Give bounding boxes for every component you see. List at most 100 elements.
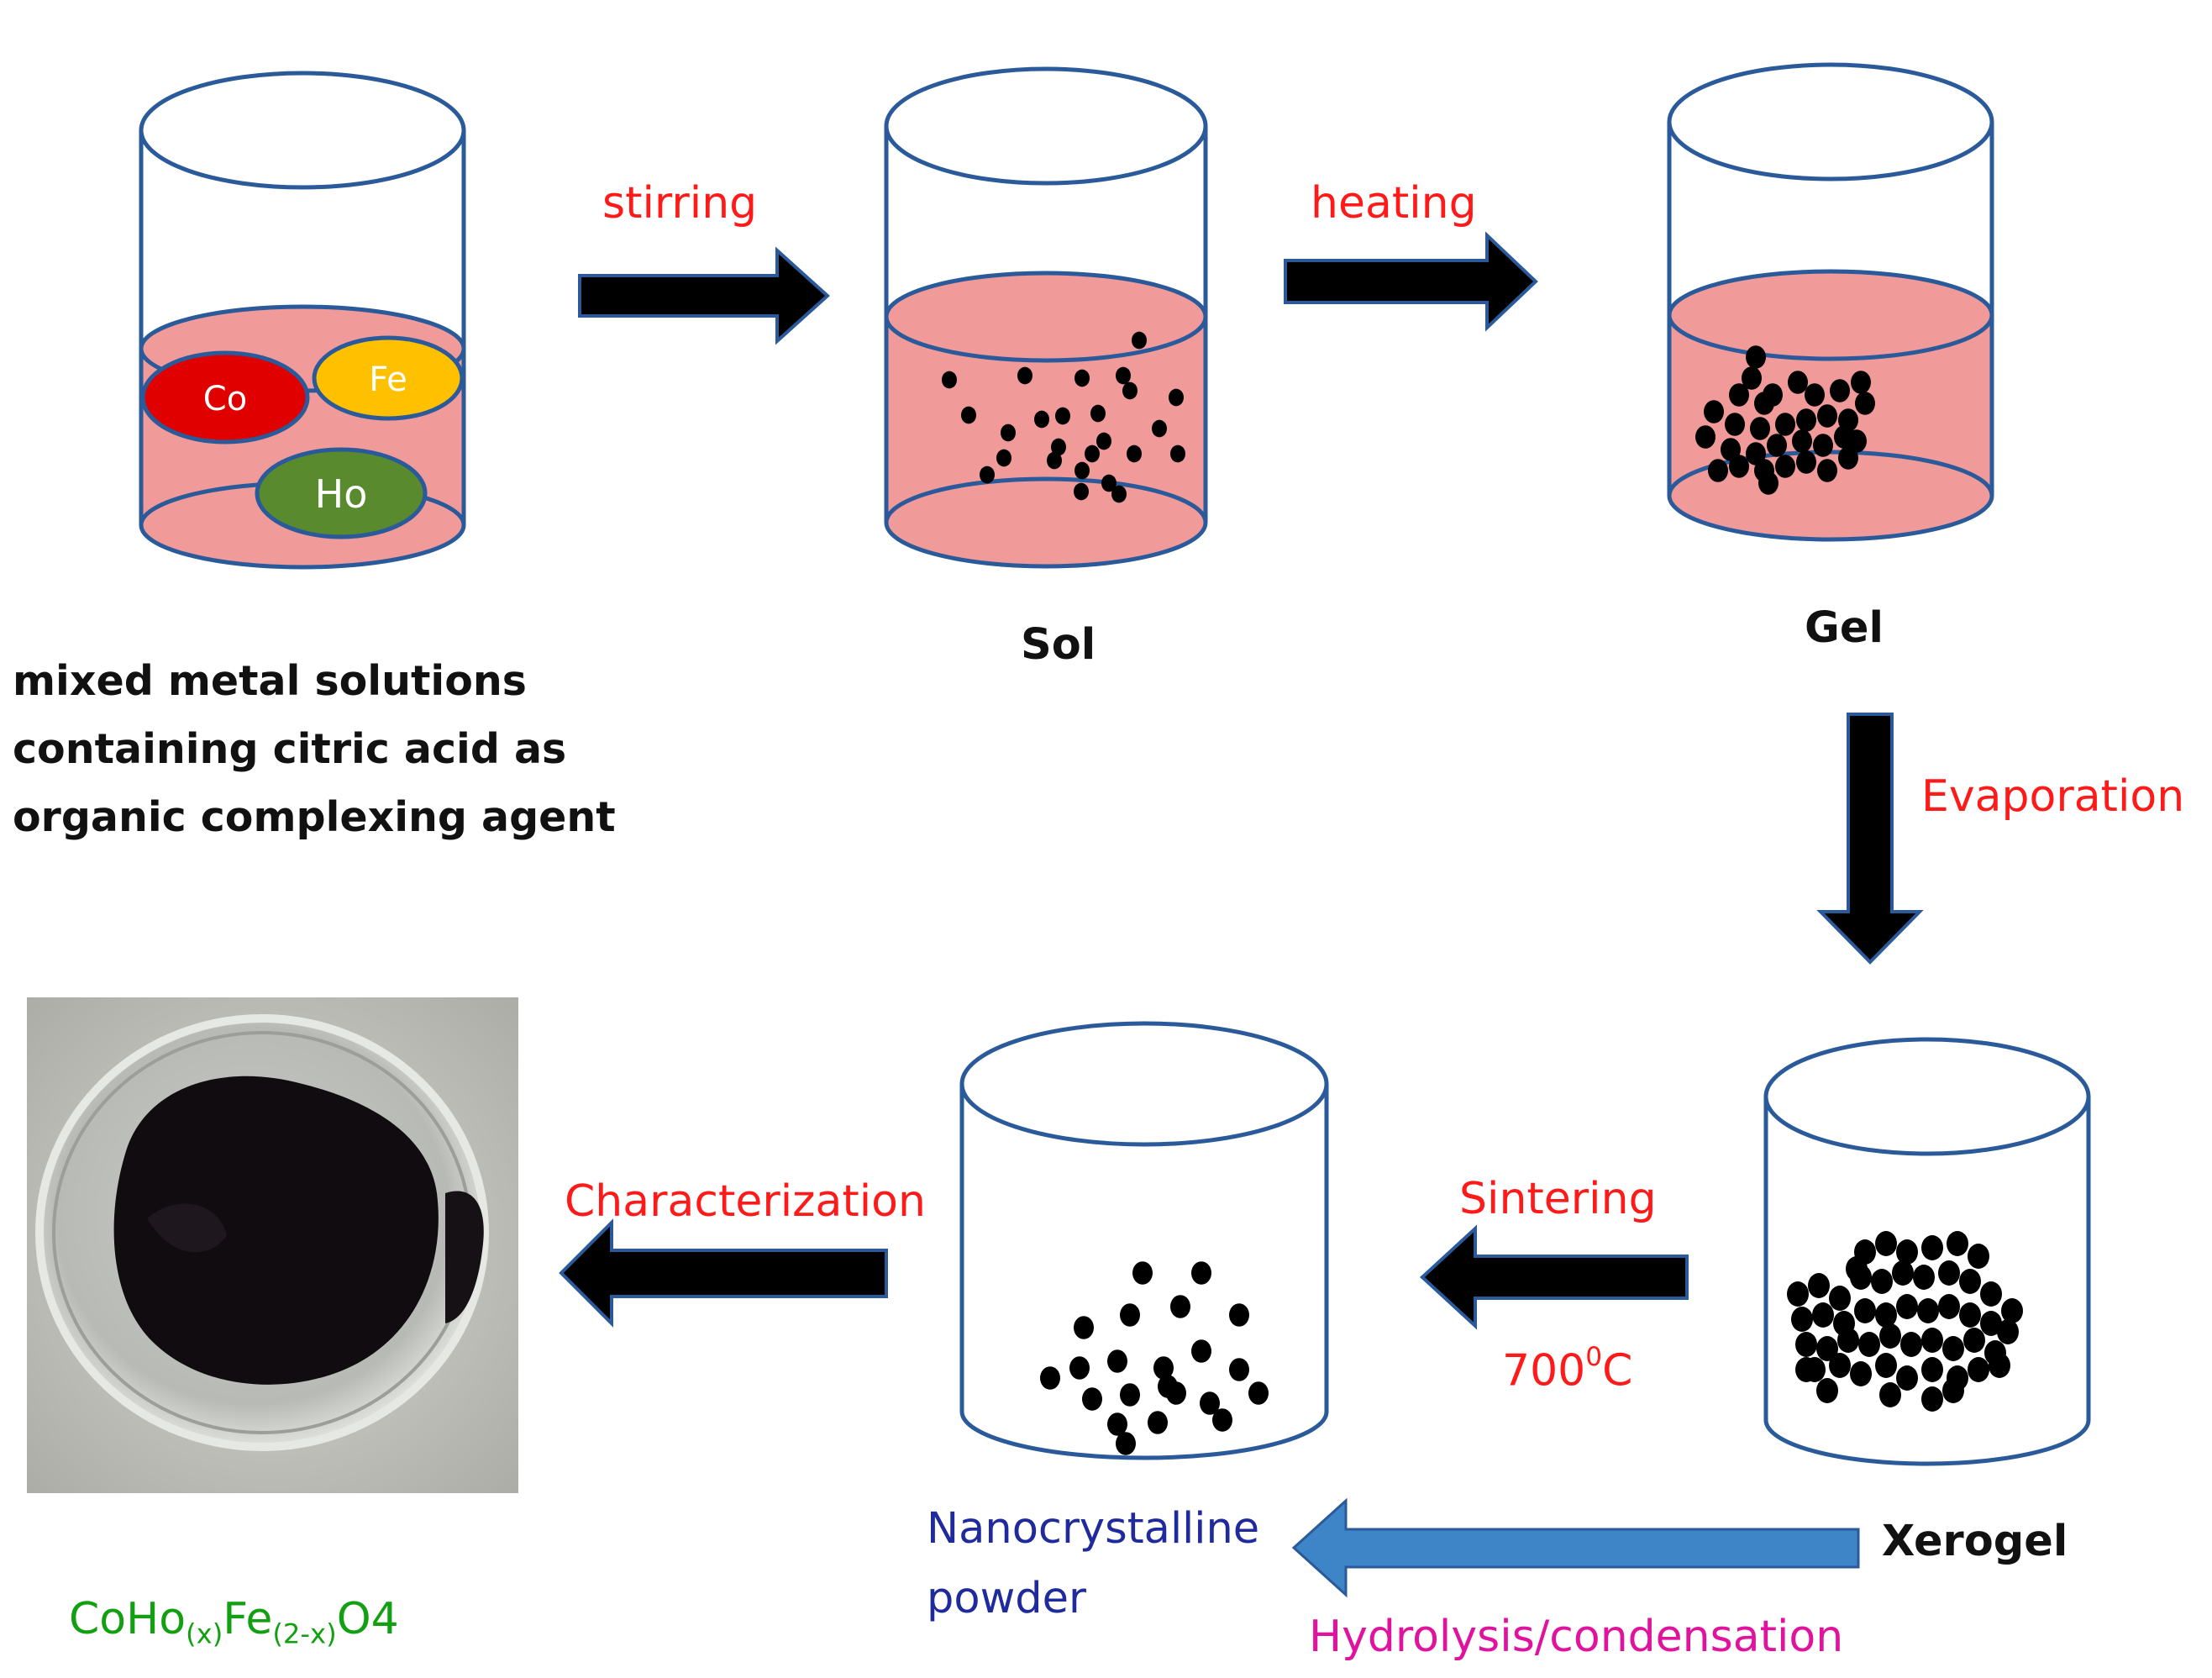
particle bbox=[1001, 423, 1016, 442]
particle bbox=[1875, 1231, 1897, 1256]
particle bbox=[1980, 1281, 2002, 1307]
particle bbox=[1069, 1356, 1090, 1380]
particle bbox=[1248, 1381, 1269, 1405]
particle bbox=[1795, 1357, 1817, 1382]
particle bbox=[1153, 1356, 1174, 1380]
particle bbox=[1746, 442, 1766, 466]
arrow-sintering bbox=[1420, 1224, 1689, 1330]
beaker-nanocrystalline bbox=[959, 1021, 1329, 1460]
particle bbox=[1879, 1382, 1901, 1407]
particle bbox=[1808, 1273, 1830, 1298]
particle bbox=[1107, 1349, 1127, 1373]
particle bbox=[1980, 1311, 2002, 1336]
beaker-sol bbox=[884, 66, 1208, 569]
particle bbox=[1074, 482, 1089, 501]
particle bbox=[1989, 1353, 2010, 1378]
arrow-stirring bbox=[578, 246, 830, 345]
particle bbox=[1854, 1298, 1876, 1323]
particle bbox=[1942, 1336, 1964, 1361]
particle bbox=[1116, 366, 1131, 385]
nano-caption-line-2: powder bbox=[927, 1574, 1087, 1623]
particle bbox=[1040, 1366, 1060, 1390]
particle bbox=[1729, 455, 1749, 478]
particle bbox=[1963, 1328, 1985, 1353]
particle bbox=[1796, 408, 1816, 432]
start-caption-line-3: organic complexing agent bbox=[13, 793, 616, 841]
step-label-evaporation: Evaporation bbox=[1921, 771, 2185, 822]
step-label-stirring: stirring bbox=[602, 178, 758, 229]
beaker-mixed-solutions: Co Fe Ho bbox=[139, 71, 466, 570]
particle bbox=[1879, 1323, 1901, 1349]
particle bbox=[1942, 1378, 1964, 1403]
particle bbox=[1200, 1391, 1220, 1415]
particle bbox=[1812, 1302, 1834, 1328]
svg-text:Co: Co bbox=[203, 380, 247, 418]
particle bbox=[1846, 1256, 1868, 1281]
particle bbox=[1169, 388, 1184, 407]
particle bbox=[1855, 392, 1875, 415]
particle bbox=[1838, 446, 1858, 470]
particle bbox=[1034, 410, 1049, 429]
particle bbox=[1055, 407, 1070, 425]
particle bbox=[1851, 371, 1871, 394]
particle bbox=[1763, 383, 1783, 407]
particle bbox=[1767, 434, 1787, 457]
particle bbox=[1796, 450, 1816, 474]
particle bbox=[1191, 1339, 1211, 1363]
step-label-heating: heating bbox=[1311, 178, 1477, 229]
formula-sub-x: (x) bbox=[186, 1618, 223, 1650]
particle bbox=[1085, 444, 1100, 463]
step-label-temperature: 7000C bbox=[1502, 1342, 1632, 1397]
particle bbox=[1750, 417, 1770, 440]
particle bbox=[1148, 1411, 1168, 1434]
particle bbox=[1158, 1375, 1178, 1398]
step-label-hydrolysis: Hydrolysis/condensation bbox=[1309, 1612, 1844, 1662]
particle bbox=[1938, 1260, 1960, 1286]
step-label-sintering: Sintering bbox=[1459, 1174, 1657, 1224]
particle bbox=[1829, 1353, 1851, 1378]
particle bbox=[1051, 438, 1066, 456]
particle bbox=[1120, 1303, 1140, 1327]
particle bbox=[1817, 459, 1837, 482]
particle bbox=[1120, 1383, 1140, 1407]
formula-sub-2x: (2-x) bbox=[272, 1618, 337, 1650]
step-label-characterization: Characterization bbox=[565, 1176, 926, 1227]
particle bbox=[1817, 404, 1837, 428]
product-formula: CoHo(x)Fe(2-x)O4 bbox=[69, 1594, 399, 1649]
arrow-characterization bbox=[559, 1218, 888, 1328]
degree-mark: 0 bbox=[1585, 1342, 1603, 1372]
particle bbox=[1788, 371, 1808, 394]
particle bbox=[1921, 1235, 1943, 1260]
nano-particles bbox=[1040, 1261, 1269, 1455]
particle bbox=[942, 371, 957, 389]
particle bbox=[1758, 471, 1779, 495]
particle bbox=[1892, 1260, 1914, 1286]
particle bbox=[1938, 1294, 1960, 1319]
nano-caption-line-1: Nanocrystalline bbox=[927, 1504, 1260, 1554]
particle bbox=[1997, 1319, 2019, 1344]
particle bbox=[1850, 1361, 1872, 1386]
particle bbox=[1116, 1432, 1136, 1455]
particle bbox=[1090, 404, 1106, 423]
sol-caption: Sol bbox=[1021, 620, 1096, 670]
sol-particles bbox=[942, 331, 1185, 503]
particle bbox=[1229, 1303, 1249, 1327]
particle bbox=[1152, 419, 1167, 438]
arrow-hydrolysis bbox=[1291, 1497, 1860, 1598]
particle bbox=[1947, 1231, 1968, 1256]
particle bbox=[1858, 1332, 1880, 1357]
particle bbox=[1968, 1244, 1989, 1269]
particle bbox=[1968, 1357, 1989, 1382]
particle bbox=[1829, 1286, 1851, 1311]
particle bbox=[1871, 1269, 1893, 1294]
co-ion-icon: Co bbox=[140, 350, 310, 444]
particle bbox=[1875, 1302, 1897, 1328]
particle bbox=[1813, 434, 1833, 457]
particle bbox=[1875, 1353, 1897, 1378]
particle bbox=[1721, 438, 1741, 461]
particle bbox=[980, 466, 995, 484]
particle bbox=[1900, 1332, 1922, 1357]
particle bbox=[1896, 1365, 1918, 1391]
particle bbox=[1921, 1328, 1943, 1353]
particle bbox=[1805, 383, 1825, 407]
